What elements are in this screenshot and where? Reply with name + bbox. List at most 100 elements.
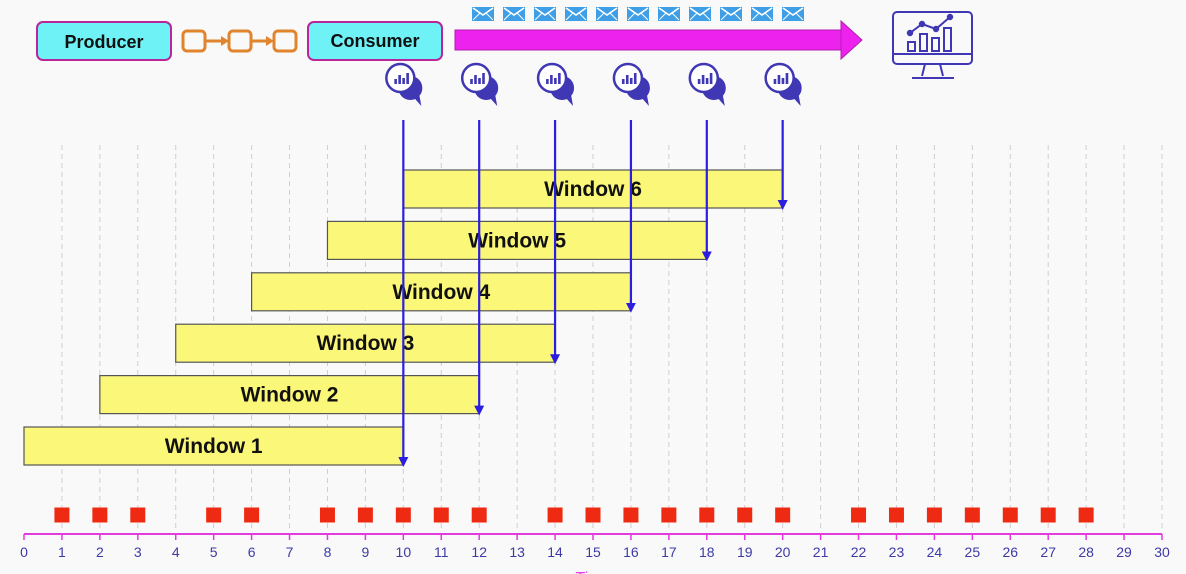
- envelope-icon: [534, 7, 556, 21]
- window-rect: [99, 375, 480, 415]
- bubble-bar: [402, 78, 405, 84]
- bubble-bar: [701, 75, 705, 84]
- window-label: Window 2: [241, 384, 339, 407]
- bubble-bar: [781, 78, 785, 84]
- envelope-fold: [751, 12, 760, 21]
- event-marker: [699, 507, 715, 523]
- tick-label: 3: [134, 544, 142, 560]
- tick-label: 16: [623, 544, 639, 560]
- envelope-fold: [764, 12, 773, 21]
- consumer-label: Consumer: [330, 31, 419, 51]
- bubble-tail: [716, 95, 725, 106]
- envelope-fold: [534, 12, 543, 21]
- tick-label: 4: [172, 544, 180, 560]
- envelope-flap: [503, 7, 525, 16]
- event-marker: [92, 507, 108, 523]
- chat-chart-icon: [460, 62, 499, 106]
- bubble-bar: [705, 78, 709, 84]
- bubble-bar: [478, 78, 481, 84]
- envelope-fold: [596, 12, 605, 21]
- flow-arrow: [454, 19, 863, 61]
- tick-label: 6: [248, 544, 256, 560]
- envelopes-row: [472, 7, 804, 21]
- envelope-icon: [472, 7, 494, 21]
- event-marker: [964, 507, 980, 523]
- tick-label: 13: [509, 544, 525, 560]
- window-rect: [326, 220, 708, 260]
- chat-chart-icon: [385, 62, 423, 106]
- envelope-fold: [578, 12, 587, 21]
- bubble-tail: [565, 95, 574, 106]
- event-marker: [1002, 507, 1018, 523]
- envelope-flap: [720, 7, 742, 16]
- event-marker: [1040, 507, 1056, 523]
- envelope-icon: [782, 7, 804, 21]
- envelope-fold: [627, 12, 636, 21]
- envelope-fold: [671, 12, 680, 21]
- tick-label: 11: [434, 544, 449, 560]
- tick-label: 1: [58, 544, 66, 560]
- event-marker: [130, 507, 146, 523]
- bubble-bar: [558, 73, 561, 84]
- envelope-fold: [689, 12, 698, 21]
- window-label: Window 3: [316, 332, 414, 355]
- bubble-bar: [633, 73, 637, 84]
- envelope-icon: [689, 7, 711, 21]
- tick-label: 5: [210, 544, 218, 560]
- envelope-icon: [627, 7, 649, 21]
- envelope-fold: [547, 12, 556, 21]
- event-marker: [471, 507, 487, 523]
- event-marker: [206, 507, 222, 523]
- envelope-icon: [565, 7, 587, 21]
- event-marker: [433, 507, 449, 523]
- window-bar: Window 3: [175, 323, 556, 363]
- tick-label: 2: [96, 544, 104, 560]
- envelope-icon: [596, 7, 618, 21]
- bubble-bar: [785, 73, 789, 84]
- bubble-tail: [640, 95, 649, 106]
- window-bar: Window 5: [326, 220, 708, 260]
- bubble-bar: [773, 79, 777, 84]
- event-marker: [851, 507, 867, 523]
- bubble-tail: [792, 95, 801, 106]
- envelope-fold: [733, 12, 742, 21]
- event-marker: [775, 507, 791, 523]
- window-label: Window 4: [392, 281, 490, 304]
- bubble-bar: [777, 75, 781, 84]
- bubble-tail: [489, 95, 498, 106]
- envelope-fold: [609, 12, 618, 21]
- envelope-fold: [658, 12, 667, 21]
- event-marker: [623, 507, 639, 523]
- window-label: Window 5: [468, 229, 566, 252]
- envelope-fold: [485, 12, 494, 21]
- envelope-fold: [640, 12, 649, 21]
- envelope-fold: [472, 12, 481, 21]
- envelope-fold: [720, 12, 729, 21]
- tick-label: 19: [737, 544, 753, 560]
- bubble-bar: [474, 75, 477, 84]
- bubble-bar: [554, 78, 557, 84]
- window-label: Window 1: [165, 435, 263, 458]
- envelope-flap: [596, 7, 618, 16]
- envelope-fold: [516, 12, 525, 21]
- envelope-flap: [658, 7, 680, 16]
- tick-label: 29: [1116, 544, 1132, 560]
- tick-label: 27: [1040, 544, 1056, 560]
- window-rect: [251, 272, 632, 312]
- tick-label: 26: [1002, 544, 1018, 560]
- event-marker: [54, 507, 70, 523]
- tick-label: 10: [396, 544, 412, 560]
- bubble-bar: [621, 79, 625, 84]
- chat-chart-icon: [688, 62, 726, 106]
- window-rect: [175, 323, 556, 363]
- chat-chart-icon: [764, 62, 802, 106]
- envelope-fold: [795, 12, 804, 21]
- envelope-fold: [702, 12, 711, 21]
- tick-label: 21: [813, 544, 829, 560]
- envelope-flap: [689, 7, 711, 16]
- envelope-icon: [503, 7, 525, 21]
- bubble-bar: [697, 79, 701, 84]
- tick-label: 17: [661, 544, 677, 560]
- envelope-fold: [782, 12, 791, 21]
